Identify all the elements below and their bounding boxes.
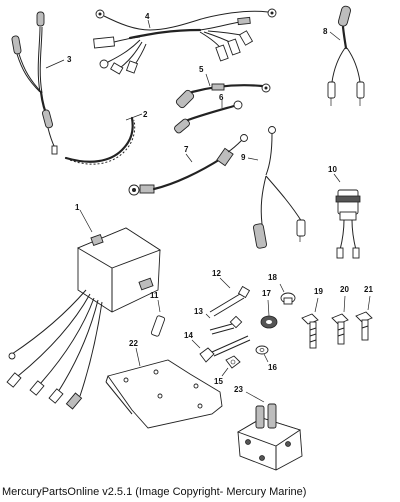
- part-8-harness: [327, 5, 365, 106]
- part-14-bolt: [191, 335, 251, 363]
- part-16-washer: [255, 345, 269, 363]
- part-5-label: 5: [199, 65, 204, 74]
- part-13-label: 13: [194, 307, 203, 316]
- part-16-label: 16: [268, 363, 277, 372]
- part-10-switch: [333, 173, 361, 259]
- part-17-label: 17: [262, 289, 271, 298]
- part-1-module: [6, 209, 161, 410]
- part-4-harness: [93, 8, 277, 75]
- part-12-label: 12: [212, 269, 221, 278]
- part-6-label: 6: [219, 93, 224, 102]
- footer-caption: MercuryPartsOnline v2.5.1 (Image Copyrig…: [2, 486, 307, 498]
- part-7-wire: [128, 134, 248, 196]
- part-14-label: 14: [184, 331, 193, 340]
- part-12-bolt: [209, 277, 251, 317]
- part-10-label: 10: [328, 165, 337, 174]
- part-9-harness: [247, 126, 306, 249]
- part-23-label: 23: [234, 385, 243, 394]
- part-18-label: 18: [268, 273, 277, 282]
- part-6-wire: [174, 100, 243, 134]
- part-5-wire: [175, 73, 271, 109]
- part-20-label: 20: [340, 285, 349, 294]
- part-21-bolt: [355, 295, 373, 341]
- part-19-bolt: [301, 297, 319, 349]
- part-2-strip: [64, 113, 143, 165]
- part-21-label: 21: [364, 285, 373, 294]
- part-15-nut: [221, 355, 241, 377]
- part-3-label: 3: [67, 55, 72, 64]
- part-22-plate: [105, 347, 223, 429]
- part-13-bolt: [205, 313, 243, 335]
- part-2-label: 2: [143, 110, 148, 119]
- part-11-label: 11: [150, 291, 159, 300]
- part-1-label: 1: [75, 203, 80, 212]
- part-4-label: 4: [145, 12, 150, 21]
- part-3-harness: [11, 11, 65, 155]
- part-20-bolt: [331, 295, 349, 345]
- part-23-block: [236, 391, 303, 471]
- part-18-grommet: [279, 283, 296, 305]
- part-9-label: 9: [241, 153, 246, 162]
- part-22-label: 22: [129, 339, 138, 348]
- part-8-label: 8: [323, 27, 328, 36]
- part-7-label: 7: [184, 145, 189, 154]
- part-15-label: 15: [214, 377, 223, 386]
- part-19-label: 19: [314, 287, 323, 296]
- part-17-nut: [260, 299, 278, 329]
- part-11-pin: [150, 299, 166, 337]
